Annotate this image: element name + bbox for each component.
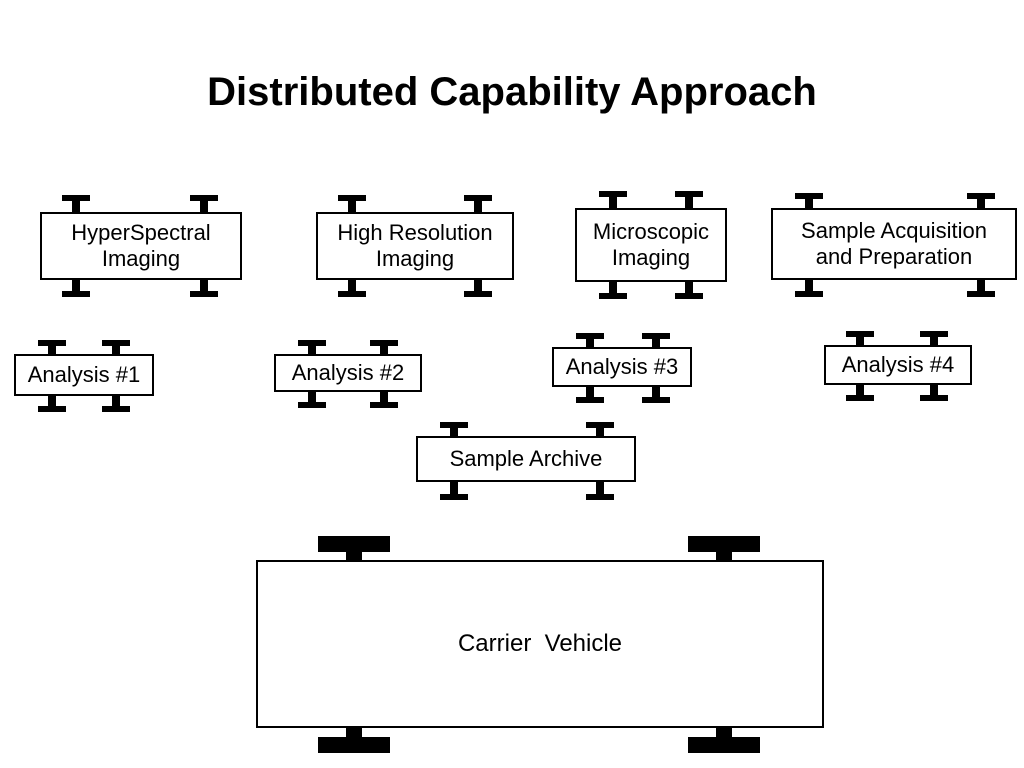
page-title: Distributed Capability Approach [207,70,817,114]
wheel-stem-top-left [72,195,80,213]
wheel-stem-bottom-left [348,279,356,297]
analysis-4-box: Analysis #4 [824,345,972,385]
wheel-stem-bottom-left [72,279,80,297]
rover-high-resolution-imaging: High Resolution Imaging [316,195,514,297]
rover-analysis-4: Analysis #4 [824,331,972,401]
wheel-stem-top-left [450,422,458,438]
wheel-stem-bottom-left [805,279,813,297]
sample-archive-box: Sample Archive [416,436,636,482]
wheel-stem-bottom-right [652,385,660,403]
wheel-stem-bottom-left [48,394,56,412]
wheel-stem-top-right [930,331,938,347]
analysis-2-box: Analysis #2 [274,354,422,392]
wheel-stem-top-left [609,191,617,211]
rover-analysis-2: Analysis #2 [274,340,422,408]
wheel-stem-top-right [716,536,732,564]
rover-analysis-1: Analysis #1 [14,340,154,412]
wheel-stem-bottom-right [112,394,120,412]
high-resolution-imaging-box: High Resolution Imaging [316,212,514,280]
wheel-stem-bottom-right [685,279,693,299]
microscopic-imaging-box: Microscopic Imaging [575,208,727,282]
wheel-stem-bottom-left [346,722,362,750]
wheel-stem-top-right [380,340,388,356]
wheel-stem-top-left [48,340,56,356]
rover-sample-archive: Sample Archive [416,422,636,500]
wheel-stem-top-right [652,333,660,349]
wheel-stem-bottom-left [308,390,316,408]
wheel-stem-bottom-right [200,279,208,297]
wheel-stem-bottom-left [609,279,617,299]
wheel-stem-bottom-right [930,383,938,401]
wheel-stem-bottom-right [716,722,732,750]
sample-acquisition-box: Sample Acquisition and Preparation [771,208,1017,280]
wheel-stem-top-left [346,536,362,564]
analysis-3-box: Analysis #3 [552,347,692,387]
wheel-stem-top-left [308,340,316,356]
wheel-stem-bottom-left [450,480,458,500]
hyperspectral-imaging-box: HyperSpectral Imaging [40,212,242,280]
analysis-1-box: Analysis #1 [14,354,154,396]
wheel-stem-bottom-right [977,279,985,297]
wheel-stem-top-left [805,193,813,211]
wheel-stem-top-right [474,195,482,213]
rover-hyperspectral-imaging: HyperSpectral Imaging [40,195,242,297]
wheel-stem-bottom-left [856,383,864,401]
rover-analysis-3: Analysis #3 [552,333,692,403]
wheel-stem-top-right [200,195,208,213]
wheel-stem-top-right [977,193,985,211]
wheel-stem-bottom-right [474,279,482,297]
wheel-stem-top-right [596,422,604,438]
wheel-stem-bottom-right [380,390,388,408]
rover-microscopic-imaging: Microscopic Imaging [575,191,727,299]
wheel-stem-bottom-left [586,385,594,403]
wheel-stem-top-left [348,195,356,213]
wheel-stem-top-right [685,191,693,211]
carrier-vehicle: Carrier Vehicle [256,536,824,753]
carrier-vehicle-box: Carrier Vehicle [256,560,824,728]
wheel-stem-top-right [112,340,120,356]
rover-sample-acquisition: Sample Acquisition and Preparation [771,193,1017,297]
wheel-stem-bottom-right [596,480,604,500]
wheel-stem-top-left [856,331,864,347]
wheel-stem-top-left [586,333,594,349]
